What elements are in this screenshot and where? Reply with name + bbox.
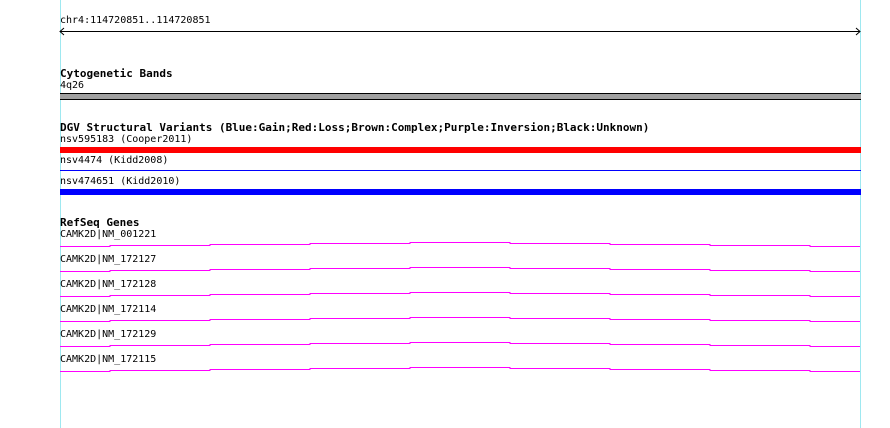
dgv-gain-bar[interactable] — [60, 189, 861, 195]
gene-model-line[interactable] — [60, 292, 860, 297]
gene-model-line[interactable] — [60, 242, 860, 247]
dgv-loss-bar[interactable] — [60, 147, 861, 153]
ruler-arrow — [59, 27, 861, 36]
gene-label[interactable]: CAMK2D|NM_172127 — [60, 254, 157, 265]
cytoband-track-title: Cytogenetic Bands — [60, 67, 173, 80]
dgv-track-title: DGV Structural Variants (Blue:Gain;Red:L… — [60, 121, 650, 134]
view-right-boundary — [860, 0, 861, 428]
gene-model-line[interactable] — [60, 367, 860, 372]
dgv-gain-line[interactable] — [60, 170, 861, 171]
ruler-label: chr4:114720851..114720851 — [60, 15, 211, 26]
gene-label[interactable]: CAMK2D|NM_172128 — [60, 279, 157, 290]
cytoband-label: 4q26 — [60, 80, 85, 91]
gene-label[interactable]: CAMK2D|NM_172114 — [60, 304, 157, 315]
gene-label[interactable]: CAMK2D|NM_172115 — [60, 354, 157, 365]
dgv-item-label: nsv595183 (Cooper2011) — [60, 134, 193, 145]
gene-label[interactable]: CAMK2D|NM_172129 — [60, 329, 157, 340]
dgv-item-label: nsv4474 (Kidd2008) — [60, 155, 169, 166]
gene-model-line[interactable] — [60, 317, 860, 322]
gene-model-line[interactable] — [60, 267, 860, 272]
gene-model-line[interactable] — [60, 342, 860, 347]
view-left-boundary — [60, 0, 61, 428]
gene-label[interactable]: CAMK2D|NM_001221 — [60, 229, 157, 240]
cytoband-bar[interactable] — [60, 93, 861, 100]
refseq-track-title: RefSeq Genes — [60, 216, 140, 229]
dgv-item-label: nsv474651 (Kidd2010) — [60, 176, 181, 187]
